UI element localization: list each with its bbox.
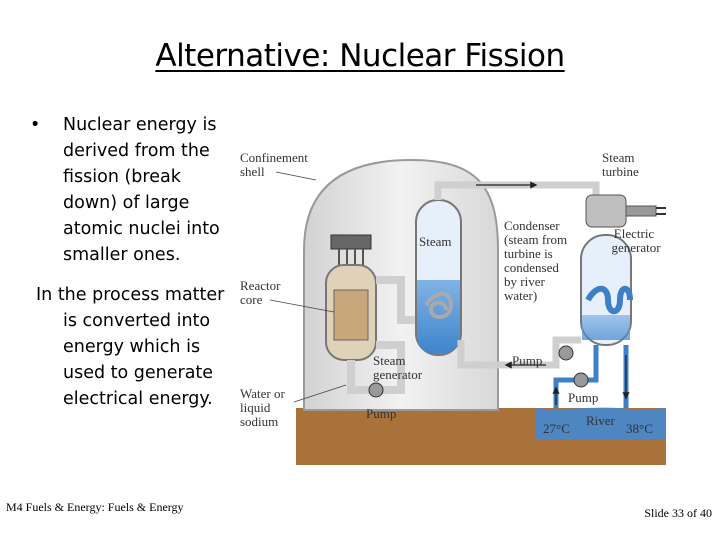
turbine-shaft	[625, 205, 657, 217]
label-generator-1: Electric	[614, 226, 655, 241]
slide-title: Alternative: Nuclear Fission	[155, 38, 565, 74]
label-turbine-2: turbine	[602, 164, 639, 179]
heat-exchange-coil	[424, 291, 454, 319]
label-river: River	[586, 413, 616, 428]
label-condenser-4: condensed	[504, 260, 559, 275]
label-confinement-2: shell	[240, 164, 265, 179]
label-confinement-1: Confinement	[240, 150, 308, 165]
label-generator-2: generator	[611, 240, 661, 255]
bullet-text: Nuclear energy is derived from the fissi…	[63, 115, 220, 265]
pump-right-icon	[573, 372, 589, 388]
river-water	[536, 407, 666, 440]
label-steam-generator-2: generator	[373, 367, 423, 382]
label-condenser-2: (steam from	[504, 232, 567, 247]
feedwater-pipe	[457, 336, 581, 369]
condenser-water	[582, 315, 630, 340]
nuclear-plant-diagram: Confinement shell Reactor core Water or …	[240, 150, 666, 465]
paragraph-first-line: In the process matter	[36, 285, 225, 305]
label-turbine-1: Steam	[602, 150, 635, 165]
label-temp-out: 38°C	[626, 421, 653, 436]
condenser-coil	[585, 285, 633, 315]
slide-number: Slide 33 of 40	[644, 506, 712, 520]
pump-left-icon	[368, 382, 384, 398]
reactor-core	[333, 289, 369, 341]
label-water-3: sodium	[240, 414, 278, 429]
label-condenser-5: by river	[504, 274, 545, 289]
label-pump-left: Pump	[366, 406, 396, 421]
primary-loop-pipe	[347, 276, 421, 394]
control-rod-head	[330, 234, 372, 250]
label-temp-in: 27°C	[543, 421, 570, 436]
label-water-2: liquid	[240, 400, 271, 415]
label-condenser-1: Condenser	[504, 218, 560, 233]
label-steam: Steam	[419, 234, 452, 249]
label-pump-right: Pump	[568, 390, 598, 405]
pump-mid-icon	[558, 345, 574, 361]
paragraph-matter-energy: In the process matter is converted into …	[36, 282, 241, 412]
label-reactor-1: Reactor	[240, 278, 281, 293]
label-condenser-3: turbine is	[504, 246, 553, 261]
label-condenser-6: water)	[504, 288, 537, 303]
label-pump-mid: Pump	[512, 353, 542, 368]
label-steam-generator-1: Steam	[373, 353, 406, 368]
footer-course: M4 Fuels & Energy: Fuels & Energy	[6, 500, 184, 514]
bullet-symbol: •	[30, 115, 41, 135]
paragraph-rest: is converted into energy which is used t…	[63, 311, 214, 409]
label-water-1: Water or	[240, 386, 285, 401]
bullet-point: • Nuclear energy is derived from the fis…	[30, 112, 235, 268]
label-reactor-2: core	[240, 292, 263, 307]
steam-turbine	[585, 194, 627, 228]
